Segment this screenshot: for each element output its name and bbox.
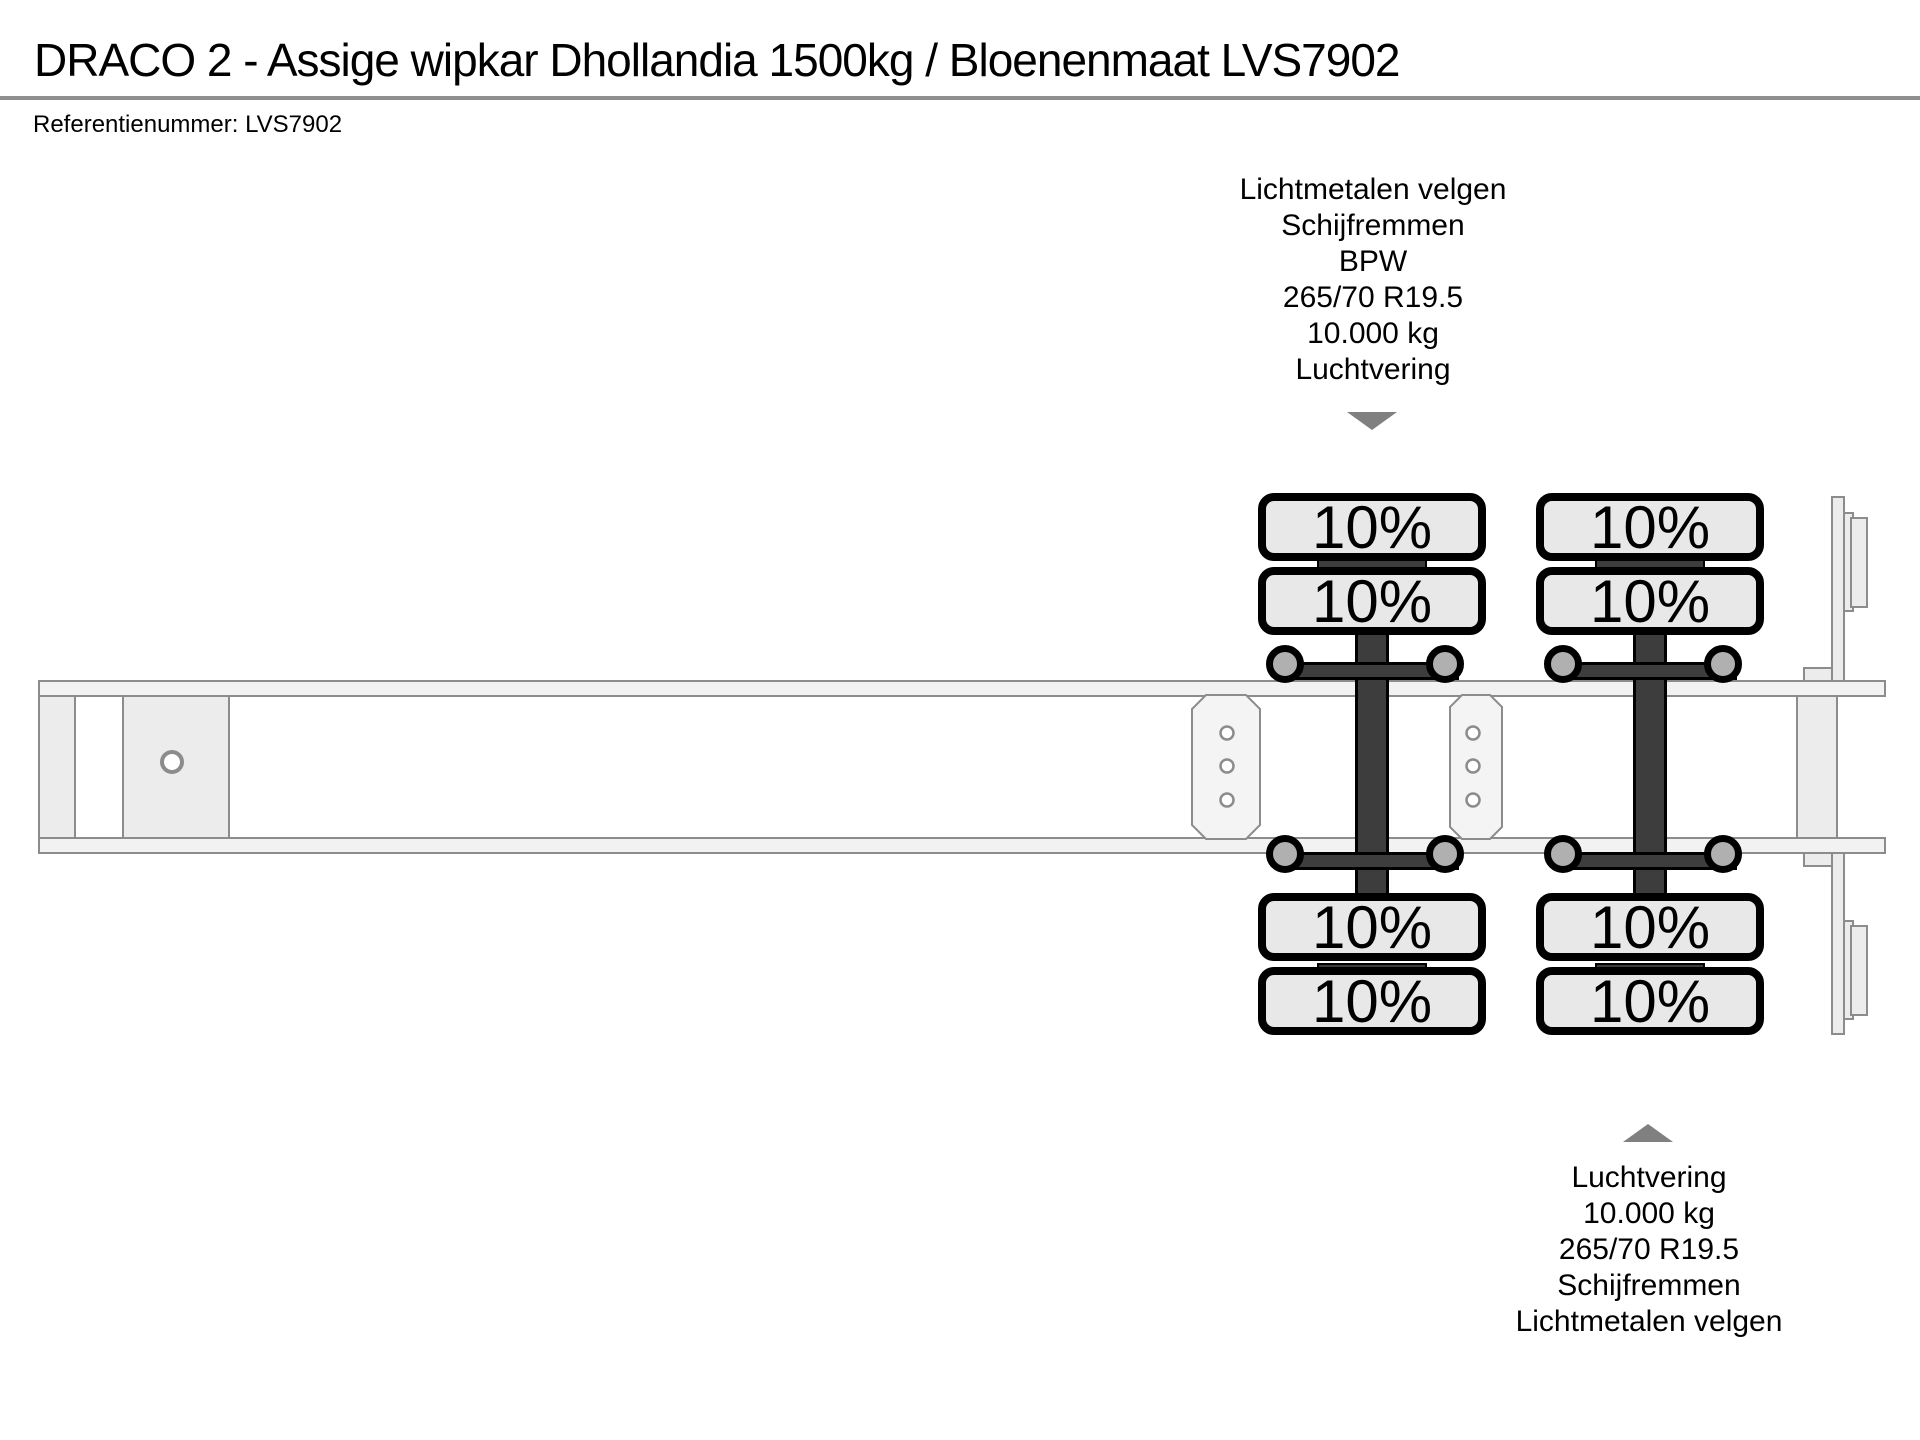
air-bellow-icon bbox=[1544, 835, 1582, 873]
air-bellow-icon bbox=[1704, 835, 1742, 873]
crossmember-bracket bbox=[1191, 694, 1261, 840]
front-end-cap bbox=[38, 695, 76, 839]
air-bellow-icon bbox=[1704, 645, 1742, 683]
air-bellow-icon bbox=[1544, 645, 1582, 683]
tire-load-label: 10% bbox=[1536, 967, 1764, 1035]
annotation-line: Luchtvering bbox=[1571, 1161, 1727, 1194]
air-bellow-icon bbox=[1426, 645, 1464, 683]
tail-lift-plate bbox=[1850, 517, 1868, 608]
rear-axle-annotation: Luchtvering 10.000 kg 265/70 R19.5 Schij… bbox=[1349, 1160, 1920, 1340]
pointer-up-icon bbox=[1623, 1124, 1673, 1142]
crossmember-bracket bbox=[1449, 694, 1503, 840]
air-bellow-icon bbox=[1426, 835, 1464, 873]
tail-lift-plate bbox=[1850, 925, 1868, 1016]
drawbar-eye-icon bbox=[160, 750, 184, 774]
air-bellow-icon bbox=[1266, 835, 1304, 873]
tire-load-label: 10% bbox=[1536, 493, 1764, 561]
tire-load-label: 10% bbox=[1258, 493, 1486, 561]
annotation-line: 10.000 kg bbox=[1307, 317, 1439, 350]
annotation-line: Luchtvering bbox=[1295, 353, 1451, 386]
rear-crossmember bbox=[1796, 695, 1838, 839]
reference-number: Referentienummer: LVS7902 bbox=[33, 111, 343, 138]
annotation-line: Schijfremmen bbox=[1281, 209, 1465, 242]
annotation-line: 265/70 R19.5 bbox=[1558, 1233, 1740, 1266]
tire-load-label: 10% bbox=[1258, 567, 1486, 635]
annotation-line: BPW bbox=[1338, 245, 1408, 278]
bolt-hole-icon bbox=[1219, 792, 1235, 808]
annotation-line: 10.000 kg bbox=[1583, 1197, 1715, 1230]
annotation-line: 265/70 R19.5 bbox=[1282, 281, 1464, 314]
front-axle-annotation: Lichtmetalen velgen Schijfremmen BPW 265… bbox=[1073, 172, 1673, 388]
bolt-hole-icon bbox=[1219, 725, 1235, 741]
bolt-hole-icon bbox=[1465, 725, 1481, 741]
tire-load-label: 10% bbox=[1536, 893, 1764, 961]
chassis-rail-top bbox=[38, 680, 1886, 697]
tire-load-label: 10% bbox=[1536, 567, 1764, 635]
bolt-hole-icon bbox=[1219, 758, 1235, 774]
annotation-line: Lichtmetalen velgen bbox=[1515, 1305, 1783, 1338]
bolt-hole-icon bbox=[1465, 758, 1481, 774]
tire-load-label: 10% bbox=[1258, 967, 1486, 1035]
bolt-hole-icon bbox=[1465, 792, 1481, 808]
air-bellow-icon bbox=[1266, 645, 1304, 683]
annotation-line: Lichtmetalen velgen bbox=[1239, 173, 1507, 206]
page-title: DRACO 2 - Assige wipkar Dhollandia 1500k… bbox=[34, 34, 1401, 86]
tire-load-label: 10% bbox=[1258, 893, 1486, 961]
chassis-rail-bottom bbox=[38, 837, 1886, 854]
annotation-line: Schijfremmen bbox=[1557, 1269, 1741, 1302]
title-separator bbox=[0, 96, 1920, 100]
pointer-down-icon bbox=[1347, 412, 1397, 430]
